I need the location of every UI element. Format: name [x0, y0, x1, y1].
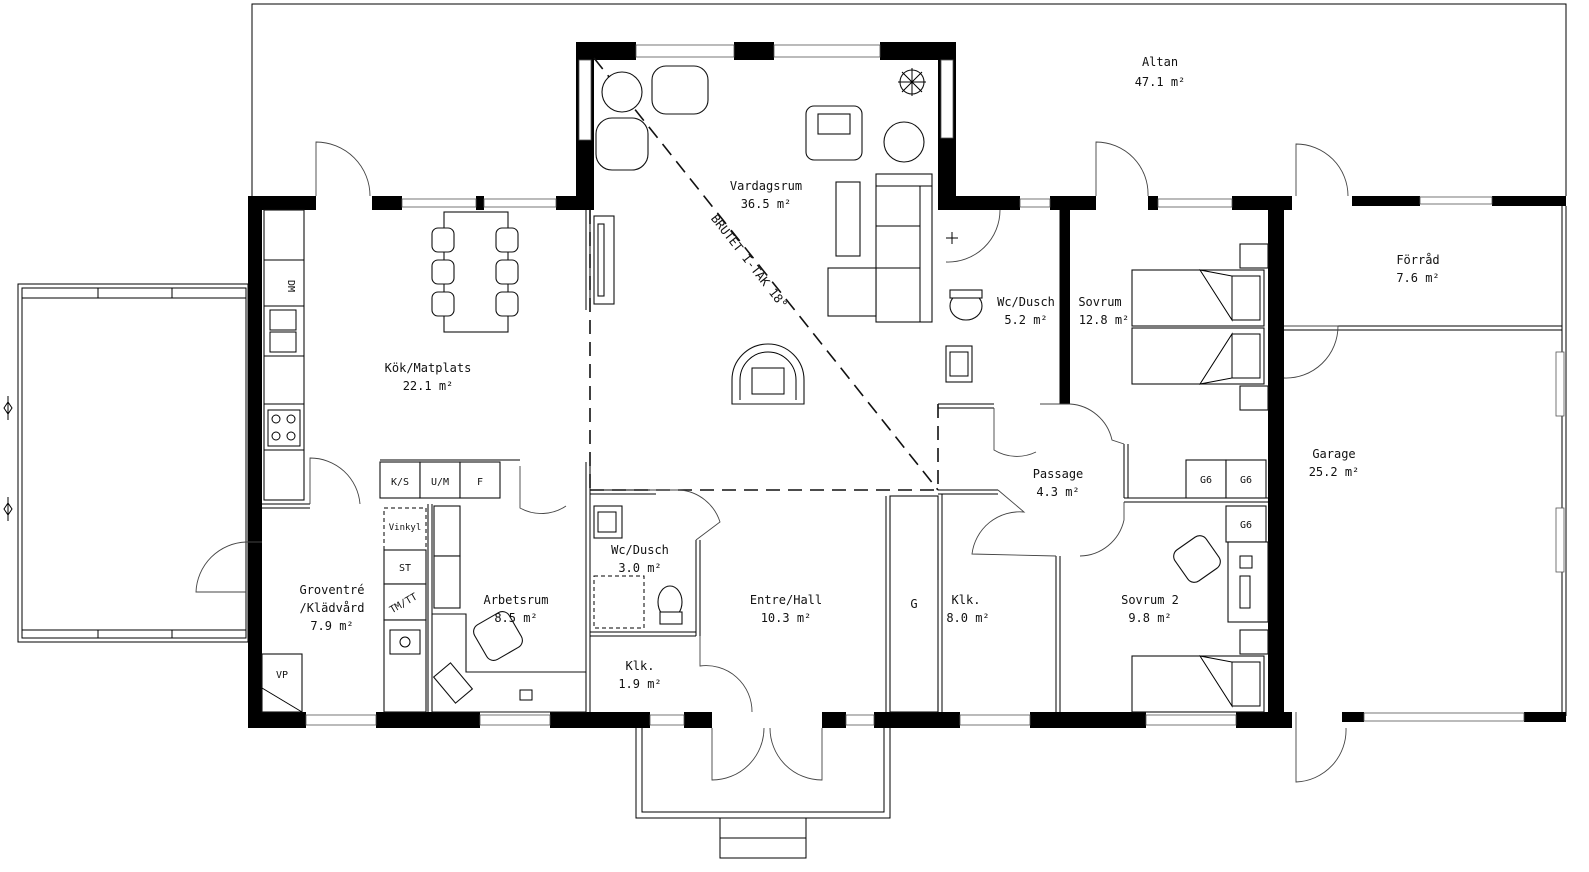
- room-name-groventre-1: Groventré: [299, 583, 364, 597]
- carport-outline: [3, 283, 249, 643]
- room-name-altan: Altan: [1142, 55, 1178, 69]
- room-area-sovrum2: 9.8 m²: [1128, 611, 1171, 625]
- room-name-garage: Garage: [1312, 447, 1355, 461]
- fixture-g6b: G6: [1240, 475, 1252, 486]
- room-name-klk1: Klk.: [952, 593, 981, 607]
- room-name-forrad: Förråd: [1396, 253, 1439, 267]
- fixture-g6c: G6: [1240, 520, 1252, 531]
- room-name-kok: Kök/Matplats: [385, 361, 472, 375]
- room-name-wc2: Wc/Dusch: [611, 543, 669, 557]
- room-name-arbetsrum: Arbetsrum: [483, 593, 548, 607]
- room-area-groventre: 7.9 m²: [310, 619, 353, 633]
- windows: [305, 44, 1565, 726]
- room-area-wc2: 3.0 m²: [618, 561, 661, 575]
- fixture-f: F: [477, 477, 483, 488]
- living-room-furniture: [593, 65, 933, 405]
- ceiling-annotation: BRUTET I-TAK 18°: [708, 212, 790, 312]
- room-area-kok: 22.1 m²: [403, 379, 454, 393]
- room-area-vardagsrum: 36.5 m²: [741, 197, 792, 211]
- fixture-um: U/M: [431, 477, 449, 488]
- doors: [195, 141, 1349, 783]
- altan-outline: [251, 3, 1567, 196]
- entrance-porch: [635, 728, 891, 859]
- room-name-sovrum: Sovrum: [1078, 295, 1121, 309]
- interior-walls: [262, 210, 1268, 713]
- fireplace-icon: [731, 343, 805, 405]
- room-area-sovrum: 12.8 m²: [1079, 313, 1130, 327]
- fixture-dm: DM: [285, 280, 296, 292]
- room-name-klk2: Klk.: [626, 659, 655, 673]
- fixture-g6a: G6: [1200, 475, 1212, 486]
- room-area-passage: 4.3 m²: [1036, 485, 1079, 499]
- plant-icon: [898, 68, 926, 96]
- room-area-klk1: 8.0 m²: [946, 611, 989, 625]
- room-area-klk2: 1.9 m²: [618, 677, 661, 691]
- room-name-wc1: Wc/Dusch: [997, 295, 1055, 309]
- kitchen-fixtures: [263, 209, 519, 501]
- ceiling-break-lines: [589, 57, 939, 491]
- room-area-wc1: 5.2 m²: [1004, 313, 1047, 327]
- room-area-garage: 25.2 m²: [1309, 465, 1360, 479]
- room-name-sovrum2: Sovrum 2: [1121, 593, 1179, 607]
- wc1-fixtures: [945, 232, 983, 383]
- fixture-ks: K/S: [391, 477, 409, 488]
- room-name-groventre-2: /Klädvård: [299, 601, 364, 615]
- fixture-st: ST: [399, 563, 411, 574]
- room-labels: Altan 47.1 m² Vardagsrum 36.5 m² Kök/Mat…: [299, 55, 1439, 691]
- room-area-entre: 10.3 m²: [761, 611, 812, 625]
- bedroom-fixtures: [1131, 243, 1269, 713]
- wc2-fixtures: [593, 505, 683, 629]
- utility-fixtures: [261, 461, 587, 713]
- fixture-vinkyl: Vinkyl: [389, 523, 422, 533]
- room-name-vardagsrum: Vardagsrum: [730, 179, 802, 193]
- room-area-altan: 47.1 m²: [1135, 75, 1186, 89]
- room-area-forrad: 7.6 m²: [1396, 271, 1439, 285]
- fixture-vp: VP: [276, 670, 288, 681]
- room-area-arbetsrum: 8.5 m²: [494, 611, 537, 625]
- room-name-passage: Passage: [1033, 467, 1084, 481]
- room-name-entre: Entre/Hall: [750, 593, 822, 607]
- fixture-g: G: [910, 597, 917, 611]
